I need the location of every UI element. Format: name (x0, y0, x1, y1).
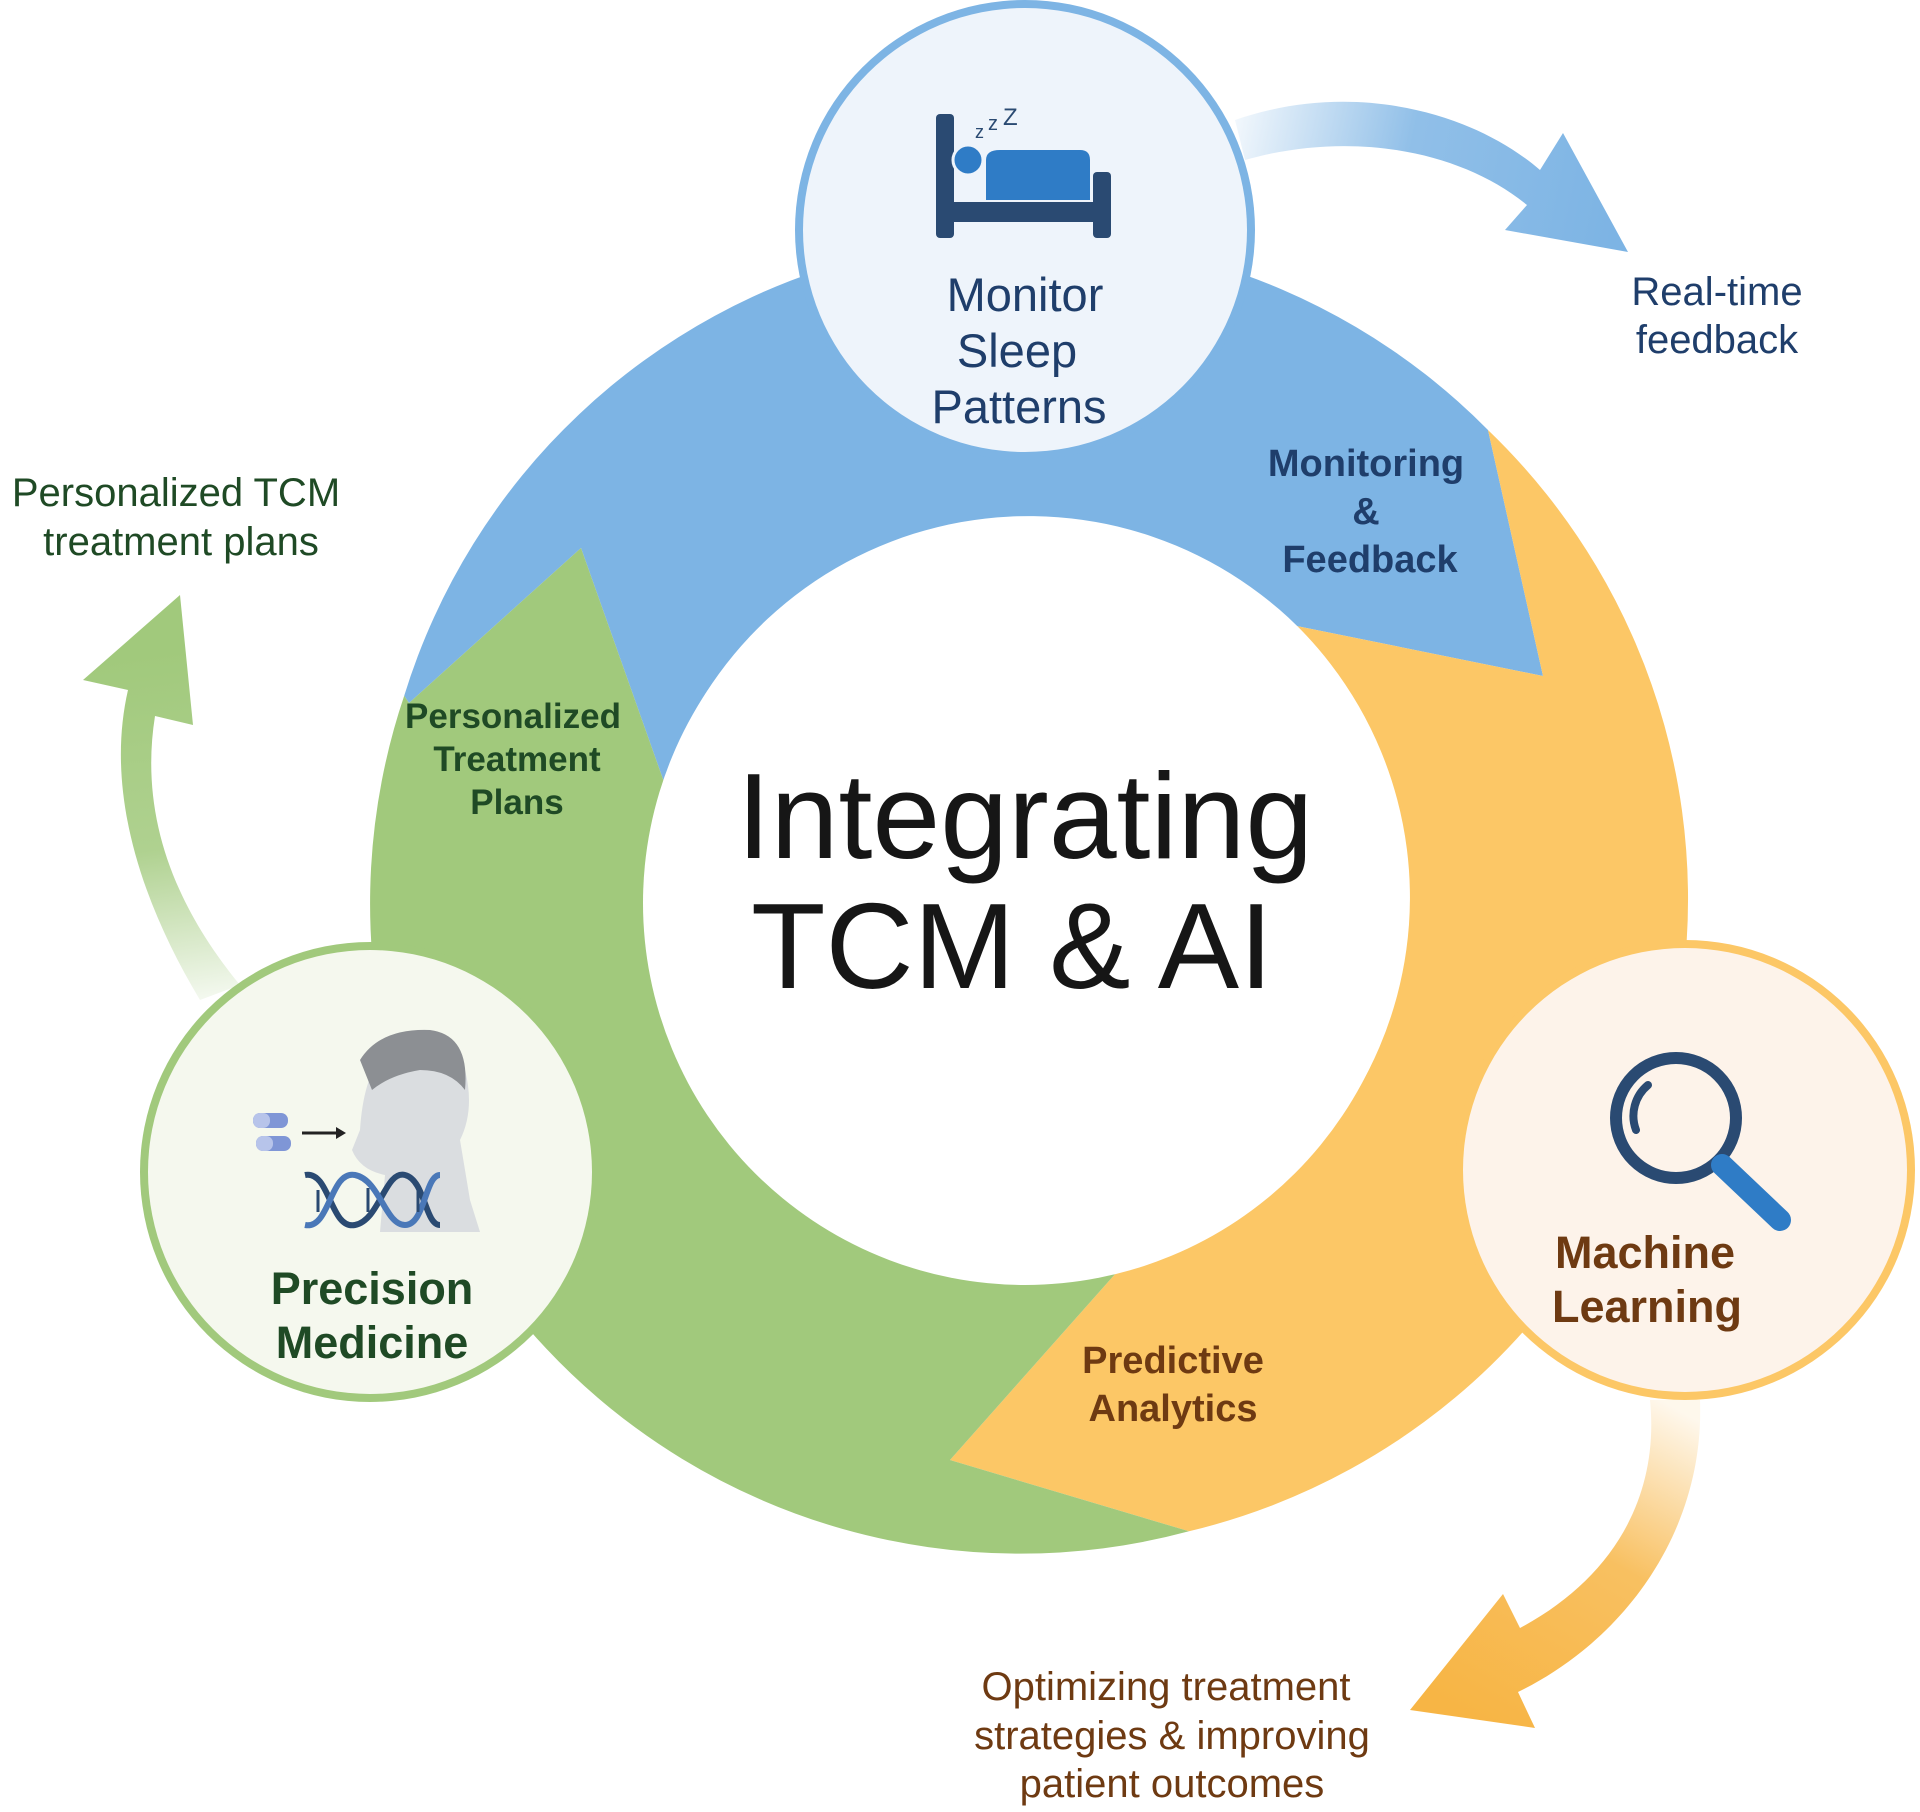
outcomes-arrow (1410, 1400, 1701, 1728)
node-ml-line2: Learning (1552, 1281, 1742, 1332)
center-disc (643, 521, 1407, 1285)
segment-predictive-line2: Analytics (1089, 1388, 1258, 1430)
realtime-feedback-arrow (1235, 101, 1628, 252)
node-sleep-line2: Sleep (957, 324, 1077, 377)
tcm-plans-arrow (83, 595, 240, 1000)
svg-text:z: z (975, 122, 984, 142)
segment-monitoring-line3: Feedback (1282, 539, 1458, 581)
output-optimizing-line3: patient outcomes (1020, 1762, 1325, 1806)
output-realtime-line2: feedback (1636, 318, 1799, 362)
node-ml-line1: Machine (1555, 1227, 1735, 1278)
svg-text:Z: Z (1003, 104, 1018, 131)
magnifier-icon (1610, 1052, 1791, 1231)
output-realtime-line1: Real-time (1631, 270, 1802, 314)
segment-personalized (370, 548, 1189, 1554)
output-tcm-plans-line1: Personalized TCM (12, 471, 340, 515)
segment-personalized-line3: Plans (470, 783, 563, 822)
segment-label-monitoring: Monitoring & Feedback (1268, 443, 1464, 581)
output-optimizing-line1: Optimizing treatment (981, 1665, 1350, 1709)
segment-monitoring (404, 236, 1544, 783)
center-title-line1: Integrating (737, 748, 1314, 884)
node-precision-line1: Precision (271, 1263, 474, 1314)
node-sleep-line1: Monitor (947, 268, 1104, 321)
node-sleep: z z Z Monitor Sleep Patterns (795, 0, 1255, 460)
segment-monitoring-line1: Monitoring (1268, 443, 1464, 485)
segment-personalized-line2: Treatment (433, 740, 601, 779)
node-precision-line2: Medicine (276, 1317, 469, 1368)
output-tcm-plans: Personalized TCM treatment plans (12, 471, 340, 564)
segment-personalized-line1: Personalized (405, 697, 621, 736)
center-title-line2: TCM & AI (751, 878, 1273, 1014)
bed-sleep-icon: z z Z (936, 104, 1111, 238)
output-realtime: Real-time feedback (1631, 270, 1802, 362)
output-optimizing-line2: strategies & improving (974, 1714, 1370, 1758)
node-sleep-line3: Patterns (931, 380, 1106, 433)
output-tcm-plans-line2: treatment plans (43, 520, 319, 564)
segment-label-predictive: Predictive Analytics (1082, 1340, 1264, 1430)
segment-label-personalized: Personalized Treatment Plans (405, 697, 621, 822)
segment-monitoring-line2: & (1352, 491, 1379, 533)
svg-text:z: z (988, 113, 998, 135)
node-precision: Precision Medicine (140, 942, 600, 1402)
patient-dna-icon (253, 1029, 480, 1232)
node-ml: Machine Learning (1455, 940, 1915, 1400)
output-optimizing: Optimizing treatment strategies & improv… (974, 1665, 1370, 1806)
segment-predictive-line1: Predictive (1082, 1340, 1264, 1382)
